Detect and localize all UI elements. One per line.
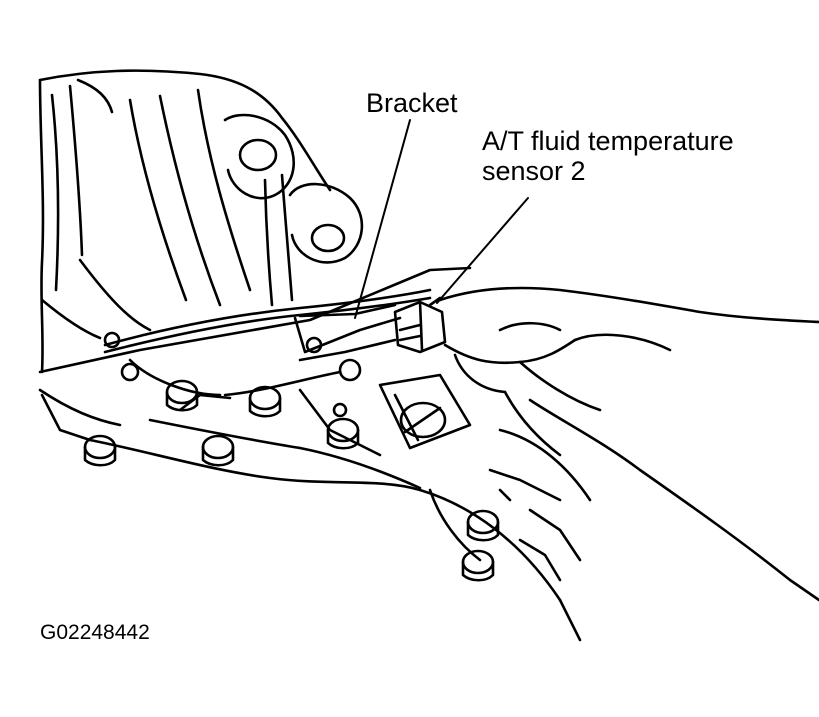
fluid-temperature-sensor: [393, 296, 447, 354]
bracket: [293, 303, 402, 362]
figure-id: G02248442: [40, 621, 150, 644]
valve-body-plate: [38, 266, 592, 642]
hand: [438, 286, 819, 602]
sensor-callout-line1: A/T fluid temperature: [482, 126, 734, 156]
transmission-case: [38, 69, 432, 374]
bracket-callout: Bracket: [366, 88, 458, 118]
bolts: [83, 379, 500, 582]
leader-lines: [354, 119, 529, 319]
sensor-callout: A/T fluid temperature sensor 2: [482, 126, 734, 186]
sensor-callout-line2: sensor 2: [482, 156, 586, 187]
